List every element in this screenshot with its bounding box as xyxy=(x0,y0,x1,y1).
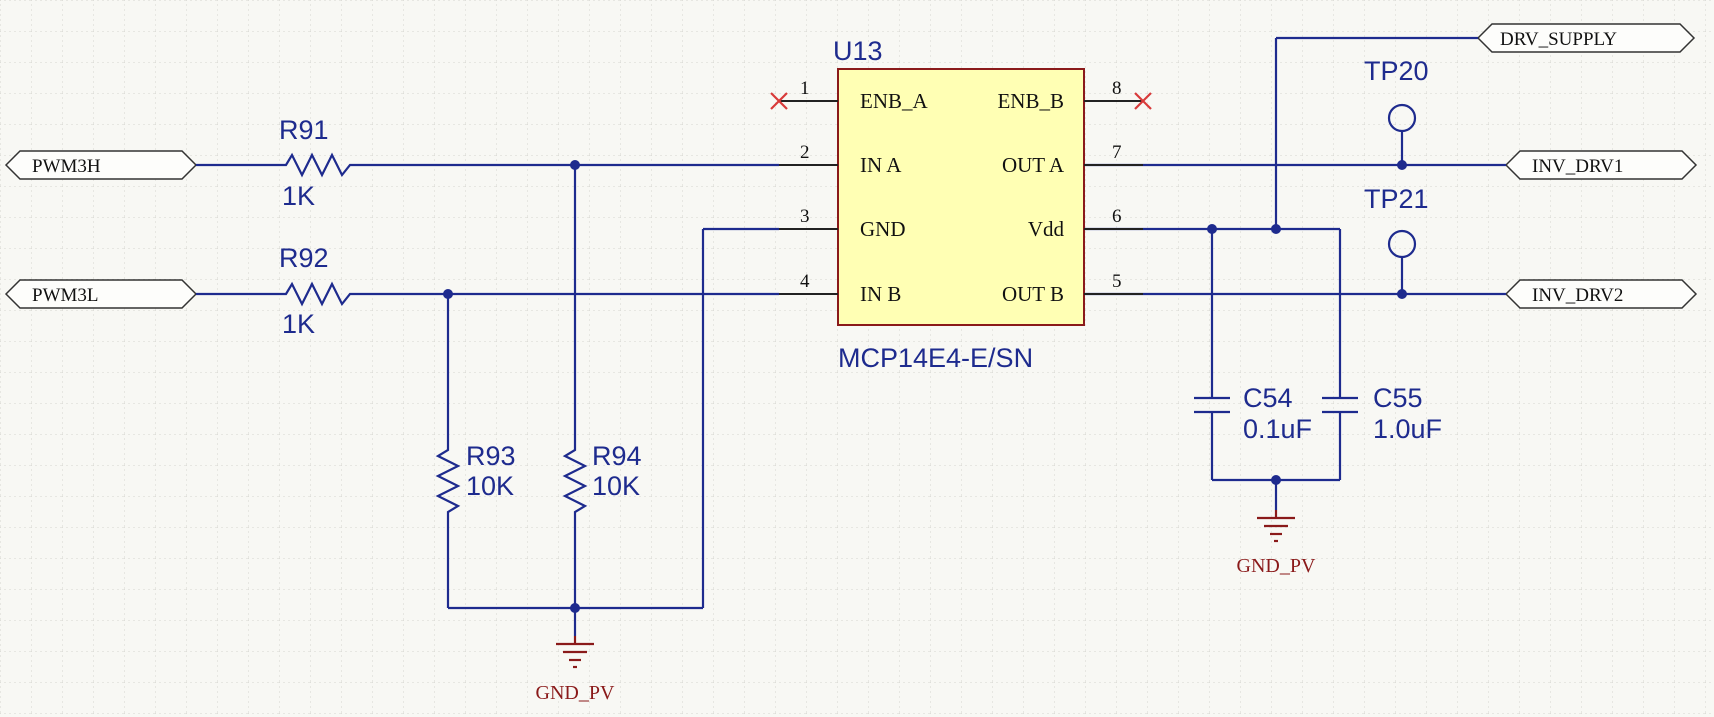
port-inv-drv2[interactable]: INV_DRV2 xyxy=(1504,279,1698,309)
resistor-r91-ref: R91 xyxy=(279,115,329,145)
ground-symbol-icon xyxy=(1257,510,1295,543)
port-drv-supply-label: DRV_SUPPLY xyxy=(1500,29,1617,50)
resistor-r93[interactable]: R93 10K xyxy=(435,441,516,525)
port-drv-supply[interactable]: DRV_SUPPLY xyxy=(1476,23,1696,53)
test-point-circle-icon xyxy=(1387,229,1417,259)
port-pwm3h-label: PWM3H xyxy=(32,156,101,177)
no-connect-pin1-x-mark-icon xyxy=(770,92,788,110)
port-inv-drv1-label: INV_DRV1 xyxy=(1532,156,1623,177)
capacitor-c54-value: 0.1uF xyxy=(1243,414,1312,444)
port-inv-drv2-label: INV_DRV2 xyxy=(1532,285,1623,306)
ic-u13-part-number: MCP14E4-E/SN xyxy=(838,343,1033,373)
resistor-r92[interactable]: R92 1K xyxy=(262,243,358,339)
pin-1-number: 1 xyxy=(800,78,810,99)
pin-8-name: ENB_B xyxy=(997,89,1064,113)
capacitor-c54-ref: C54 xyxy=(1243,383,1293,413)
ground-symbol-icon xyxy=(556,636,594,669)
port-inv-drv1[interactable]: INV_DRV1 xyxy=(1504,150,1698,180)
pin-1-name: ENB_A xyxy=(860,89,929,113)
resistor-r91-value: 1K xyxy=(282,181,315,211)
pin-4-number: 4 xyxy=(800,271,810,292)
resistor-r93-value: 10K xyxy=(466,471,514,501)
resistor-r94-ref: R94 xyxy=(592,441,642,471)
ground-left-label: GND_PV xyxy=(536,682,615,704)
pin-5-number: 5 xyxy=(1112,271,1122,292)
capacitor-c54[interactable]: C54 0.1uF xyxy=(1194,383,1312,444)
pin-2-number: 2 xyxy=(800,142,810,163)
capacitor-c55-ref: C55 xyxy=(1373,383,1423,413)
resistor-r91[interactable]: R91 1K xyxy=(262,115,358,211)
port-pwm3l[interactable]: PWM3L xyxy=(4,279,198,309)
port-pwm3h[interactable]: PWM3H xyxy=(4,150,198,180)
resistor-r94-value: 10K xyxy=(592,471,640,501)
test-point-tp20-label: TP20 xyxy=(1364,56,1429,86)
test-point-tp21[interactable]: TP21 xyxy=(1364,184,1429,259)
pin-4-name: IN B xyxy=(860,282,901,306)
ground-symbol-left: GND_PV xyxy=(536,636,615,704)
resistor-r92-ref: R92 xyxy=(279,243,329,273)
ic-u13[interactable]: U13 MCP14E4-E/SN 1 2 3 4 ENB_A IN A GND … xyxy=(779,36,1143,373)
pin-7-number: 7 xyxy=(1112,142,1122,163)
ic-u13-designator: U13 xyxy=(833,36,883,66)
pin-2-name: IN A xyxy=(860,153,902,177)
resistor-r93-ref: R93 xyxy=(466,441,516,471)
test-point-tp21-label: TP21 xyxy=(1364,184,1429,214)
pin-7-name: OUT A xyxy=(1002,153,1065,177)
pin-8-number: 8 xyxy=(1112,78,1122,99)
ground-symbol-right: GND_PV xyxy=(1237,510,1316,577)
capacitor-c55-value: 1.0uF xyxy=(1373,414,1442,444)
no-connect-pin8-x-mark-icon xyxy=(1134,92,1152,110)
port-pwm3l-label: PWM3L xyxy=(32,285,99,306)
pin-3-name: GND xyxy=(860,217,906,241)
pin-6-number: 6 xyxy=(1112,206,1122,227)
junctions xyxy=(443,160,1407,613)
pin-6-name: Vdd xyxy=(1028,217,1065,241)
test-point-circle-icon xyxy=(1387,103,1417,133)
resistor-r94[interactable]: R94 10K xyxy=(562,441,642,525)
capacitor-c55[interactable]: C55 1.0uF xyxy=(1322,383,1442,444)
pin-5-name: OUT B xyxy=(1002,282,1064,306)
pin-3-number: 3 xyxy=(800,206,810,227)
ground-right-label: GND_PV xyxy=(1237,555,1316,577)
test-point-tp20[interactable]: TP20 xyxy=(1364,56,1429,133)
resistor-r92-value: 1K xyxy=(282,309,315,339)
